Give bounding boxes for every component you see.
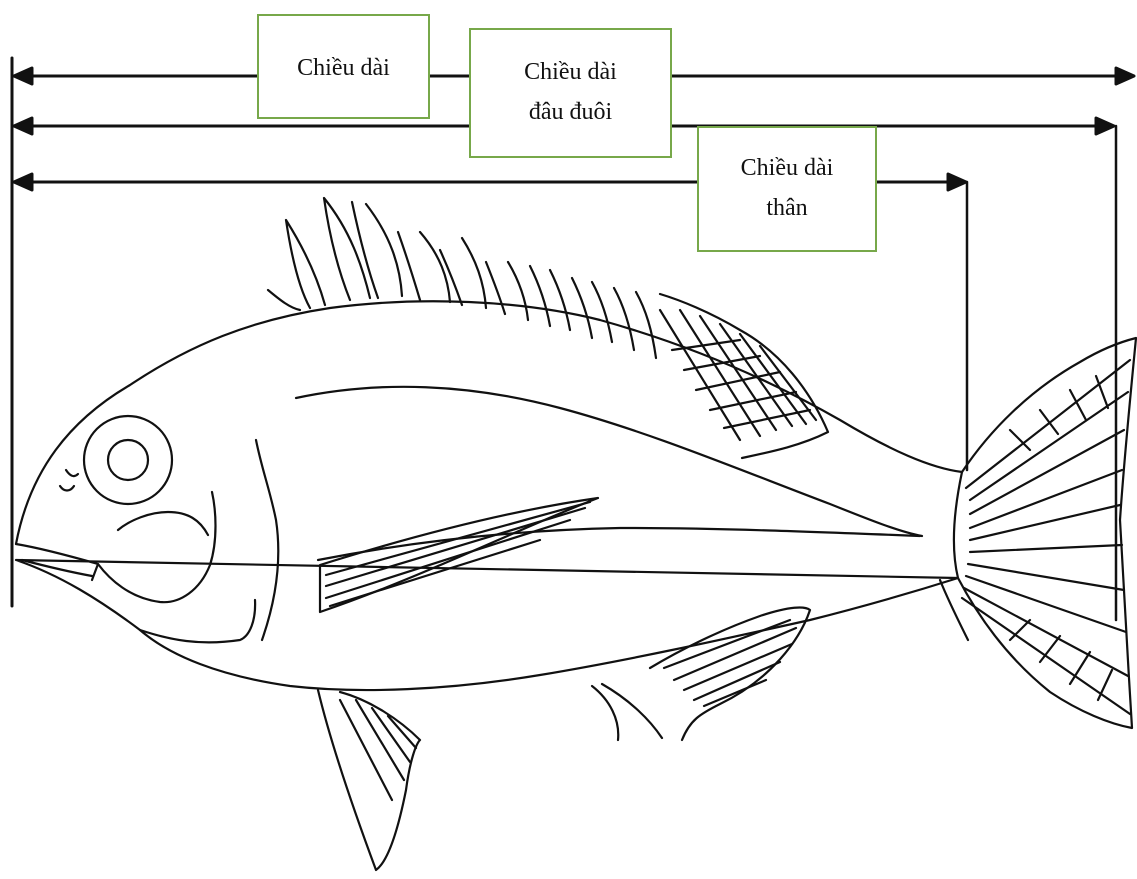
fork-length-text-line1: Chiều dài	[471, 52, 670, 92]
total-length-text: Chiều dài	[259, 16, 428, 121]
eye-outer	[84, 416, 172, 504]
gill-cover	[98, 492, 216, 602]
eye-inner	[108, 440, 148, 480]
fork-length-text-line2: đâu đuôi	[471, 92, 670, 132]
fish-body-outline	[16, 301, 962, 690]
lateral-line	[296, 387, 922, 536]
caudal-fin	[958, 338, 1136, 728]
fork-length-label: Chiều dài đâu đuôi	[469, 28, 672, 158]
anal-fin	[650, 608, 810, 740]
total-length-label: Chiều dài	[257, 14, 430, 119]
standard-length-label: Chiều dài thân	[697, 126, 877, 252]
standard-length-text-line1: Chiều dài	[699, 148, 875, 188]
standard-length-text-line2: thân	[699, 188, 875, 228]
